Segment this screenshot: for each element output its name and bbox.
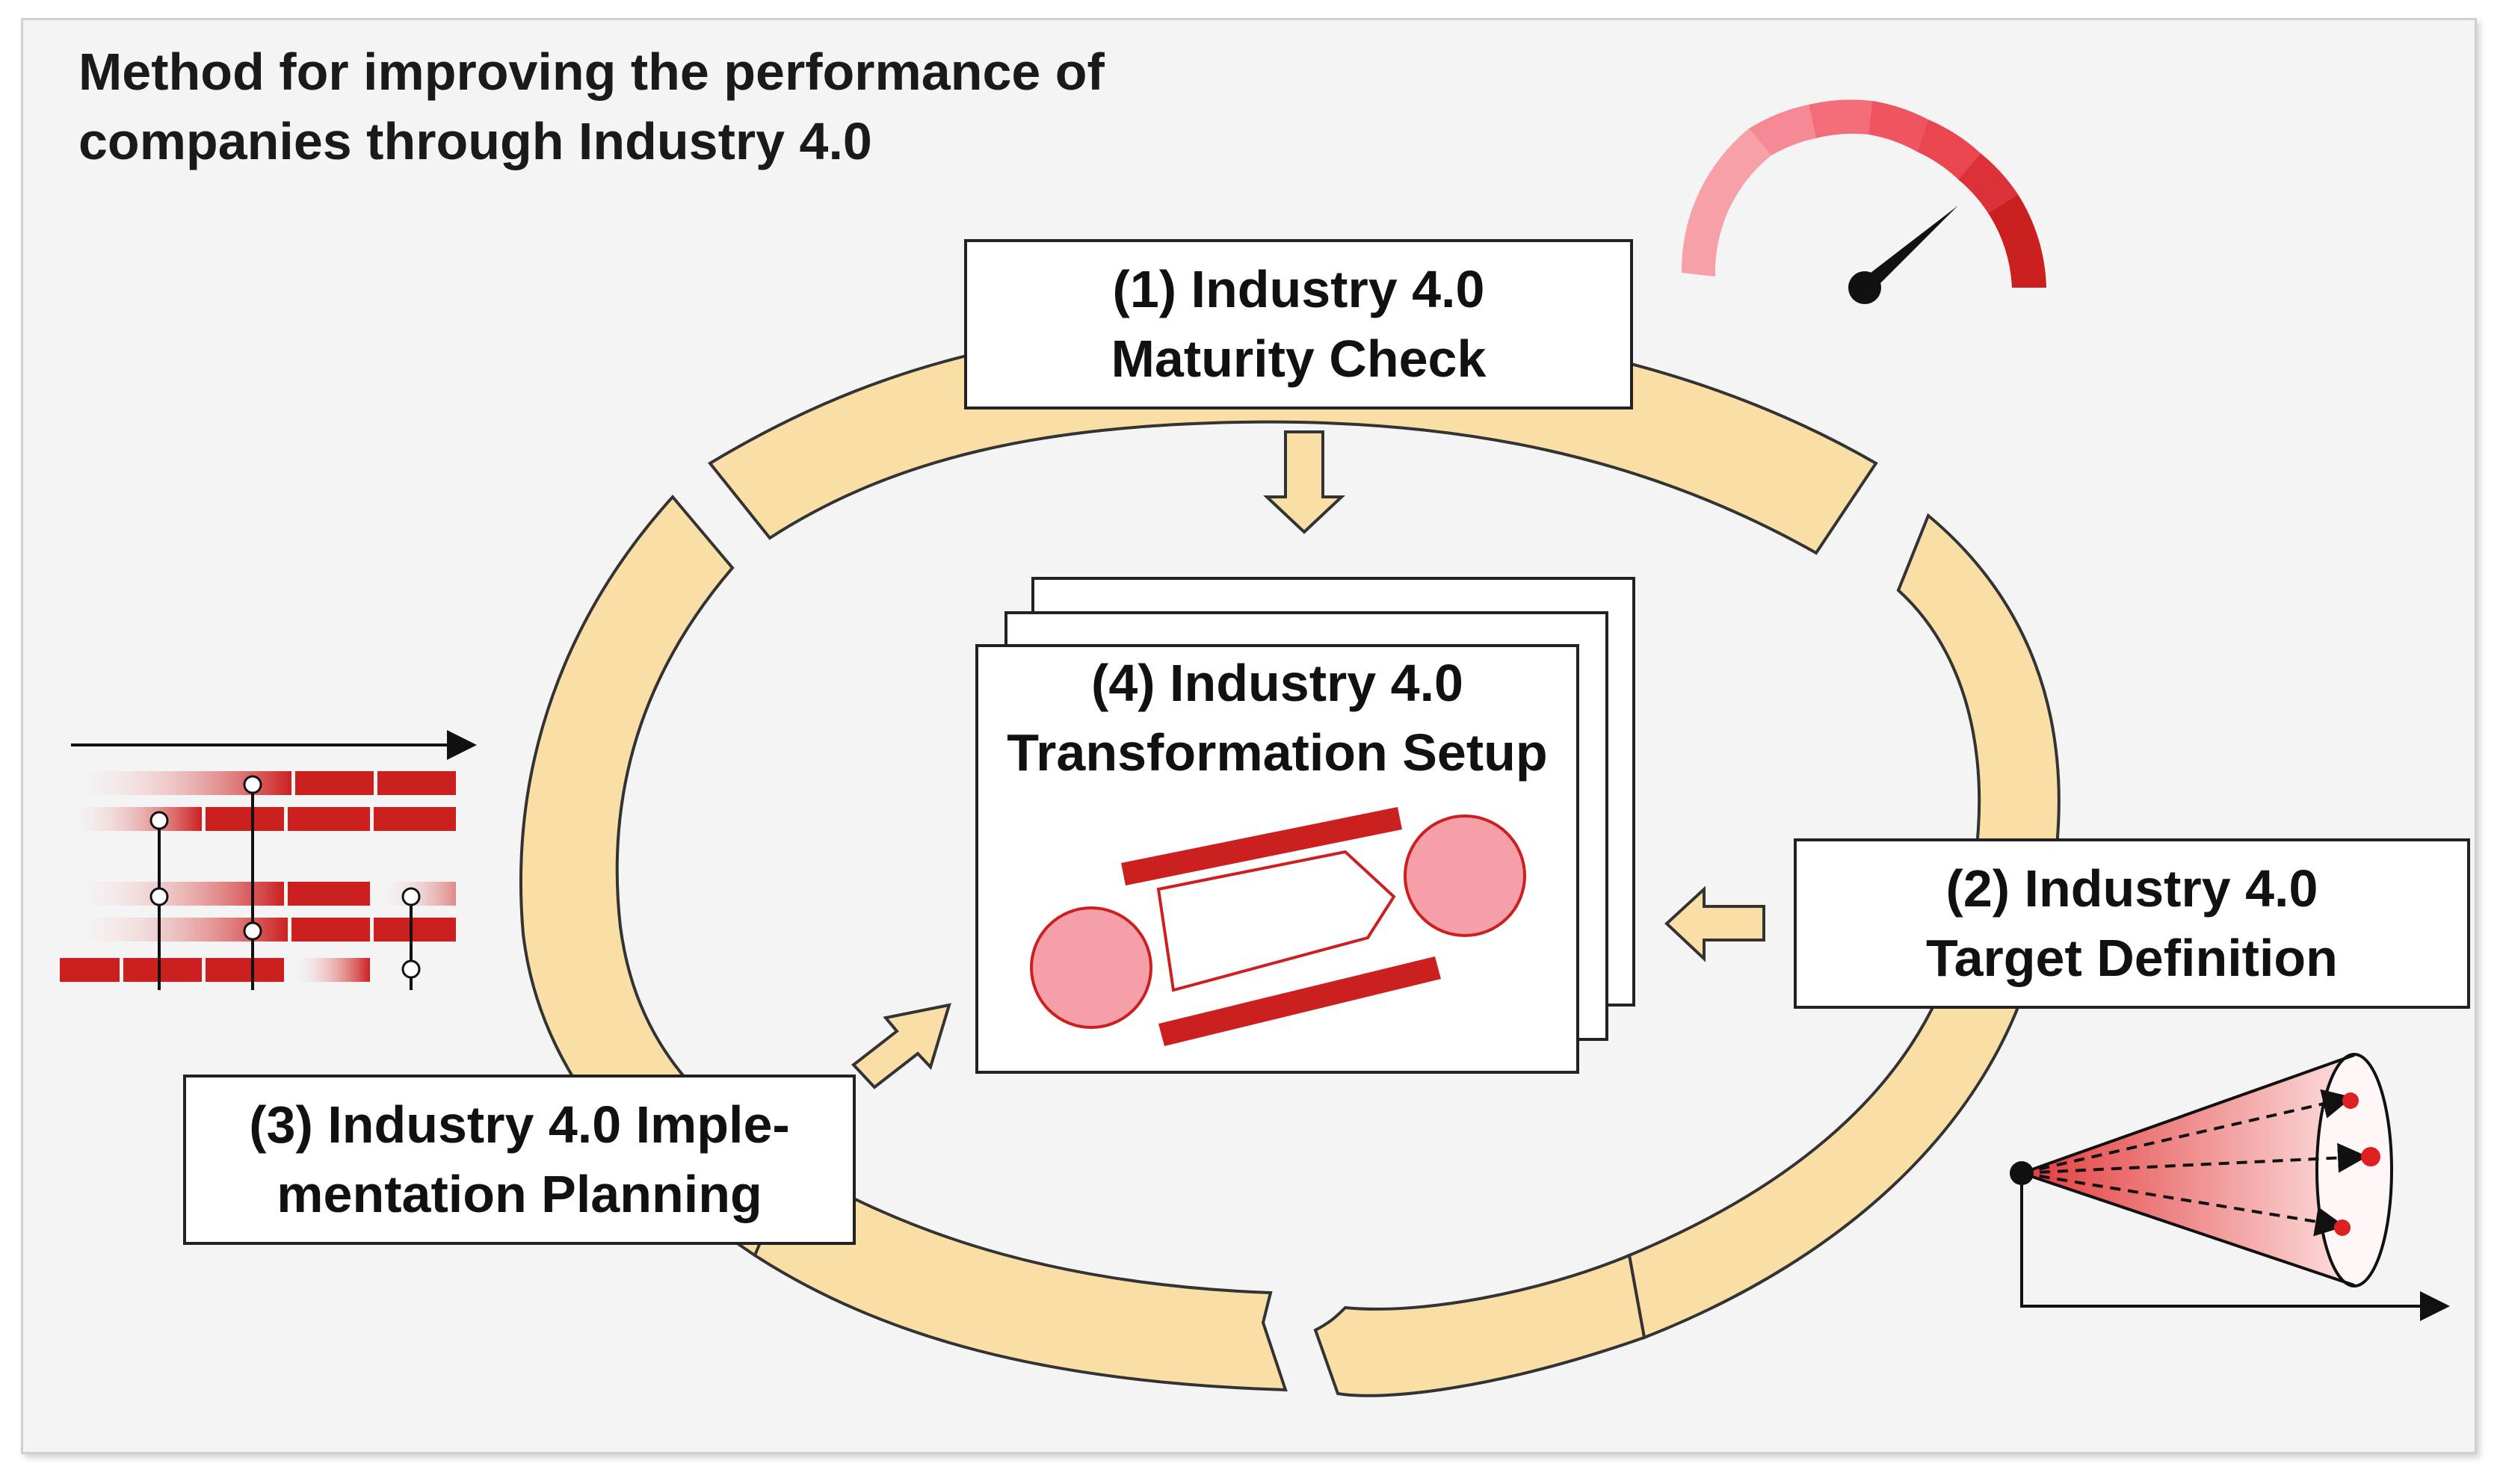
step-1-line-1: (1) Industry 4.0 (1112, 260, 1485, 318)
ring-segment-left (519, 494, 794, 1258)
step-3-implementation-planning: (3) Industry 4.0 Imple- mentation Planni… (183, 1075, 856, 1245)
center-arrows (851, 430, 1765, 1089)
step-4-line-1: (4) Industry 4.0 (1091, 654, 1463, 712)
title-line-2: companies through Industry 4.0 (78, 112, 872, 170)
step-4-title: (4) Industry 4.0 Transformation Setup (975, 649, 1579, 788)
target-cone-icon (2010, 1053, 2450, 1321)
step-3-line-2: mentation Planning (277, 1165, 762, 1223)
diagram-title: Method for improving the performance of … (78, 37, 1105, 176)
step-1-maturity-check: (1) Industry 4.0 Maturity Check (964, 239, 1633, 409)
arrow-upright-from-step3 (851, 1003, 951, 1089)
step-1-line-2: Maturity Check (1111, 330, 1487, 388)
ring-segment-bottom (1313, 1253, 1646, 1397)
arrow-down-from-step1 (1262, 430, 1346, 534)
title-line-1: Method for improving the performance of (78, 43, 1105, 101)
step-2-line-1: (2) Industry 4.0 (1945, 859, 2318, 918)
step-4-line-2: Transformation Setup (1007, 723, 1548, 782)
step-2-target-definition: (2) Industry 4.0 Target Definition (1794, 838, 2470, 1009)
arrow-left-from-step2 (1664, 885, 1765, 962)
step-3-line-1: (3) Industry 4.0 Imple- (249, 1095, 790, 1154)
speedometer-icon (1681, 99, 2046, 304)
step-2-line-2: Target Definition (1926, 929, 2338, 987)
roadmap-timeline-icon (60, 730, 477, 990)
